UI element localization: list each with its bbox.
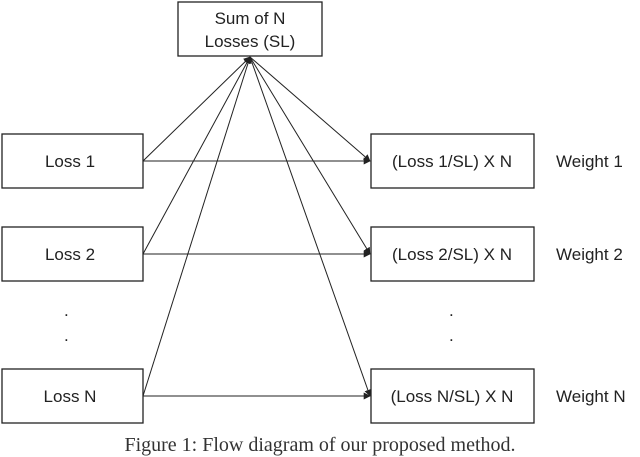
normalized-node-1: (Loss 1/SL) X N [370,133,535,189]
arrow-sum-to-normalized-n [249,56,372,397]
arrow-sum-to-normalized-2 [249,56,371,255]
loss-node-n-label: Loss N [44,387,97,406]
figure-caption: Figure 1: Flow diagram of our proposed m… [124,434,516,456]
loss-node-n: Loss N [1,368,144,424]
arrow-sum-to-normalized-1 [249,56,371,162]
right-ellipsis: . . [449,301,454,345]
sum-node-line1: Sum of N [215,9,286,28]
right-ellipsis-dot-2: . [449,326,454,345]
weight-2-label: Weight 2 [556,245,623,264]
sum-node-line2: Losses (SL) [205,32,296,51]
normalized-node-1-label: (Loss 1/SL) X N [392,152,512,171]
left-ellipsis: . . [64,301,69,345]
left-ellipsis-dot-2: . [64,326,69,345]
arrow-lossn-to-sum [142,56,252,397]
loss-node-2-label: Loss 2 [45,245,95,264]
left-ellipsis-dot-1: . [64,301,69,320]
weight-1-label: Weight 1 [556,152,623,171]
weight-n-label: Weight N [556,387,626,406]
normalized-node-n-label: (Loss N/SL) X N [391,387,514,406]
loss-node-1: Loss 1 [1,133,144,189]
sum-node: Sum of N Losses (SL) [177,1,323,57]
right-ellipsis-dot-1: . [449,301,454,320]
arrow-loss2-to-sum [142,56,251,255]
loss-node-2: Loss 2 [1,226,144,282]
normalized-node-2-label: (Loss 2/SL) X N [392,245,512,264]
normalized-node-2: (Loss 2/SL) X N [370,226,535,282]
arrow-loss1-to-sum [142,56,251,162]
loss-node-1-label: Loss 1 [45,152,95,171]
normalized-node-n: (Loss N/SL) X N [370,368,535,424]
